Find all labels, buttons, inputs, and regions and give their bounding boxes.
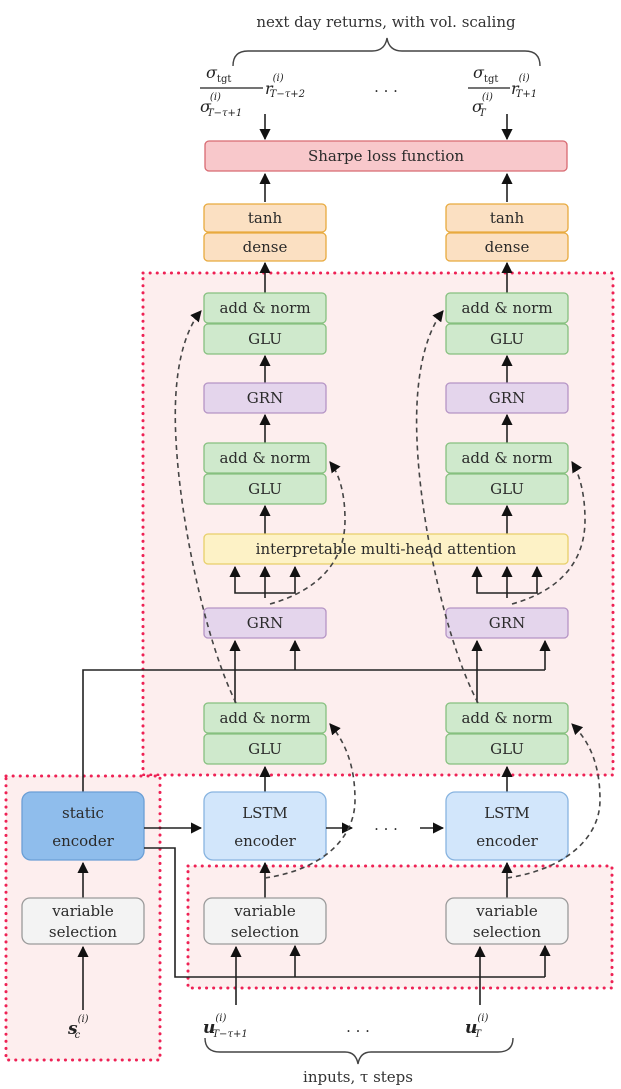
skip-connection-right-top xyxy=(415,310,479,704)
grn-block-right-bottom: GRN xyxy=(445,607,569,639)
svg-text:GRN: GRN xyxy=(489,389,525,407)
static-encoder-block: static encoder xyxy=(21,791,145,861)
skip-connection-right-mid xyxy=(511,461,586,605)
svg-text:selection: selection xyxy=(473,923,542,941)
svg-text:add & norm: add & norm xyxy=(219,449,310,467)
svg-text:GLU: GLU xyxy=(248,480,282,498)
svg-text:σ(i)T: σ(i)T xyxy=(472,92,493,119)
dense-block-right: dense xyxy=(445,232,569,262)
svg-text:variable: variable xyxy=(475,902,538,920)
glu-block-left-top: GLU xyxy=(203,323,327,355)
svg-text:static: static xyxy=(62,804,104,822)
svg-text:add & norm: add & norm xyxy=(461,299,552,317)
target-left-formula: σtgt σ(i)T−τ+1 r(i)T−τ+2 xyxy=(200,63,305,119)
top-ellipsis: · · · xyxy=(374,82,398,100)
svg-text:dense: dense xyxy=(485,238,530,256)
svg-text:GRN: GRN xyxy=(247,389,283,407)
add-norm-block-right-mid: add & norm xyxy=(445,442,569,474)
skip-connection-left-top xyxy=(174,310,237,704)
add-norm-block-left-top: add & norm xyxy=(203,292,327,324)
svg-text:encoder: encoder xyxy=(476,832,538,850)
add-norm-block-left-bottom: add & norm xyxy=(203,702,327,734)
svg-text:encoder: encoder xyxy=(52,832,114,850)
svg-text:r(i)T−τ+2: r(i)T−τ+2 xyxy=(265,73,305,100)
arrow-attn-k-left xyxy=(265,565,301,594)
svg-text:dense: dense xyxy=(243,238,288,256)
add-norm-block-right-bottom: add & norm xyxy=(445,702,569,734)
skip-connection-left-mid xyxy=(269,461,346,605)
variable-selection-block-left: variable selection xyxy=(203,897,327,945)
lstm-encoder-block-left: LSTM encoder xyxy=(203,791,327,861)
tanh-block-right: tanh xyxy=(445,203,569,233)
svg-text:add & norm: add & norm xyxy=(219,299,310,317)
svg-text:GLU: GLU xyxy=(490,330,524,348)
lstm-ellipsis: · · · xyxy=(374,820,398,838)
attention-block: interpretable multi-head attention xyxy=(203,533,569,565)
static-input-label: s(i)c xyxy=(67,1014,89,1041)
svg-text:GLU: GLU xyxy=(490,480,524,498)
svg-text:GLU: GLU xyxy=(248,330,282,348)
svg-text:encoder: encoder xyxy=(234,832,296,850)
svg-text:tanh: tanh xyxy=(248,209,283,227)
svg-text:interpretable multi-head atten: interpretable multi-head attention xyxy=(256,540,517,558)
svg-text:GRN: GRN xyxy=(247,614,283,632)
grn-block-right-top: GRN xyxy=(445,382,569,414)
target-right-formula: σtgt σ(i)T r(i)T+1 xyxy=(468,63,537,119)
svg-text:variable: variable xyxy=(233,902,296,920)
svg-text:σtgt: σtgt xyxy=(473,63,498,85)
glu-block-right-top: GLU xyxy=(445,323,569,355)
glu-block-right-mid: GLU xyxy=(445,473,569,505)
sharpe-loss-block: Sharpe loss function xyxy=(204,140,568,172)
temporal-input-right-label: u(i)T xyxy=(465,1013,488,1040)
glu-block-left-bottom: GLU xyxy=(203,733,327,765)
temporal-input-left-label: u(i)T−τ+1 xyxy=(203,1013,248,1040)
bottom-caption: inputs, τ steps xyxy=(303,1068,413,1086)
top-brace xyxy=(232,37,541,67)
svg-text:σ(i)T−τ+1: σ(i)T−τ+1 xyxy=(200,92,242,119)
temporal-processing-region xyxy=(141,271,615,777)
skip-connection-right-bottom xyxy=(506,723,601,879)
svg-text:r(i)T+1: r(i)T+1 xyxy=(511,73,537,100)
svg-text:LSTM: LSTM xyxy=(484,804,530,822)
glu-block-right-bottom: GLU xyxy=(445,733,569,765)
input-ellipsis: · · · xyxy=(346,1022,370,1040)
add-norm-block-left-mid: add & norm xyxy=(203,442,327,474)
tanh-block-left: tanh xyxy=(203,203,327,233)
svg-text:GLU: GLU xyxy=(490,740,524,758)
arrow-attn-q-right xyxy=(471,565,507,594)
arrow-attn-k-right xyxy=(507,565,543,594)
add-norm-block-right-top: add & norm xyxy=(445,292,569,324)
svg-text:σtgt: σtgt xyxy=(206,63,231,85)
static-enrichment-line xyxy=(144,847,545,978)
svg-text:selection: selection xyxy=(49,923,118,941)
top-caption: next day returns, with vol. scaling xyxy=(256,13,516,31)
svg-text:GLU: GLU xyxy=(248,740,282,758)
svg-text:add & norm: add & norm xyxy=(461,709,552,727)
arrow-attn-q-left xyxy=(229,565,265,594)
variable-selection-block-static: variable selection xyxy=(21,897,145,945)
bottom-brace xyxy=(204,1037,514,1065)
svg-text:Sharpe loss function: Sharpe loss function xyxy=(308,147,464,165)
svg-text:variable: variable xyxy=(51,902,114,920)
static-context-line xyxy=(82,669,545,818)
svg-text:selection: selection xyxy=(231,923,300,941)
variable-selection-block-right: variable selection xyxy=(445,897,569,945)
svg-text:GRN: GRN xyxy=(489,614,525,632)
svg-text:LSTM: LSTM xyxy=(242,804,288,822)
svg-text:add & norm: add & norm xyxy=(461,449,552,467)
dense-block-left: dense xyxy=(203,232,327,262)
lstm-encoder-block-right: LSTM encoder xyxy=(445,791,569,861)
grn-block-left-bottom: GRN xyxy=(203,607,327,639)
grn-block-left-top: GRN xyxy=(203,382,327,414)
skip-connection-left-bottom xyxy=(264,723,356,879)
glu-block-left-mid: GLU xyxy=(203,473,327,505)
svg-text:add & norm: add & norm xyxy=(219,709,310,727)
svg-text:tanh: tanh xyxy=(490,209,525,227)
